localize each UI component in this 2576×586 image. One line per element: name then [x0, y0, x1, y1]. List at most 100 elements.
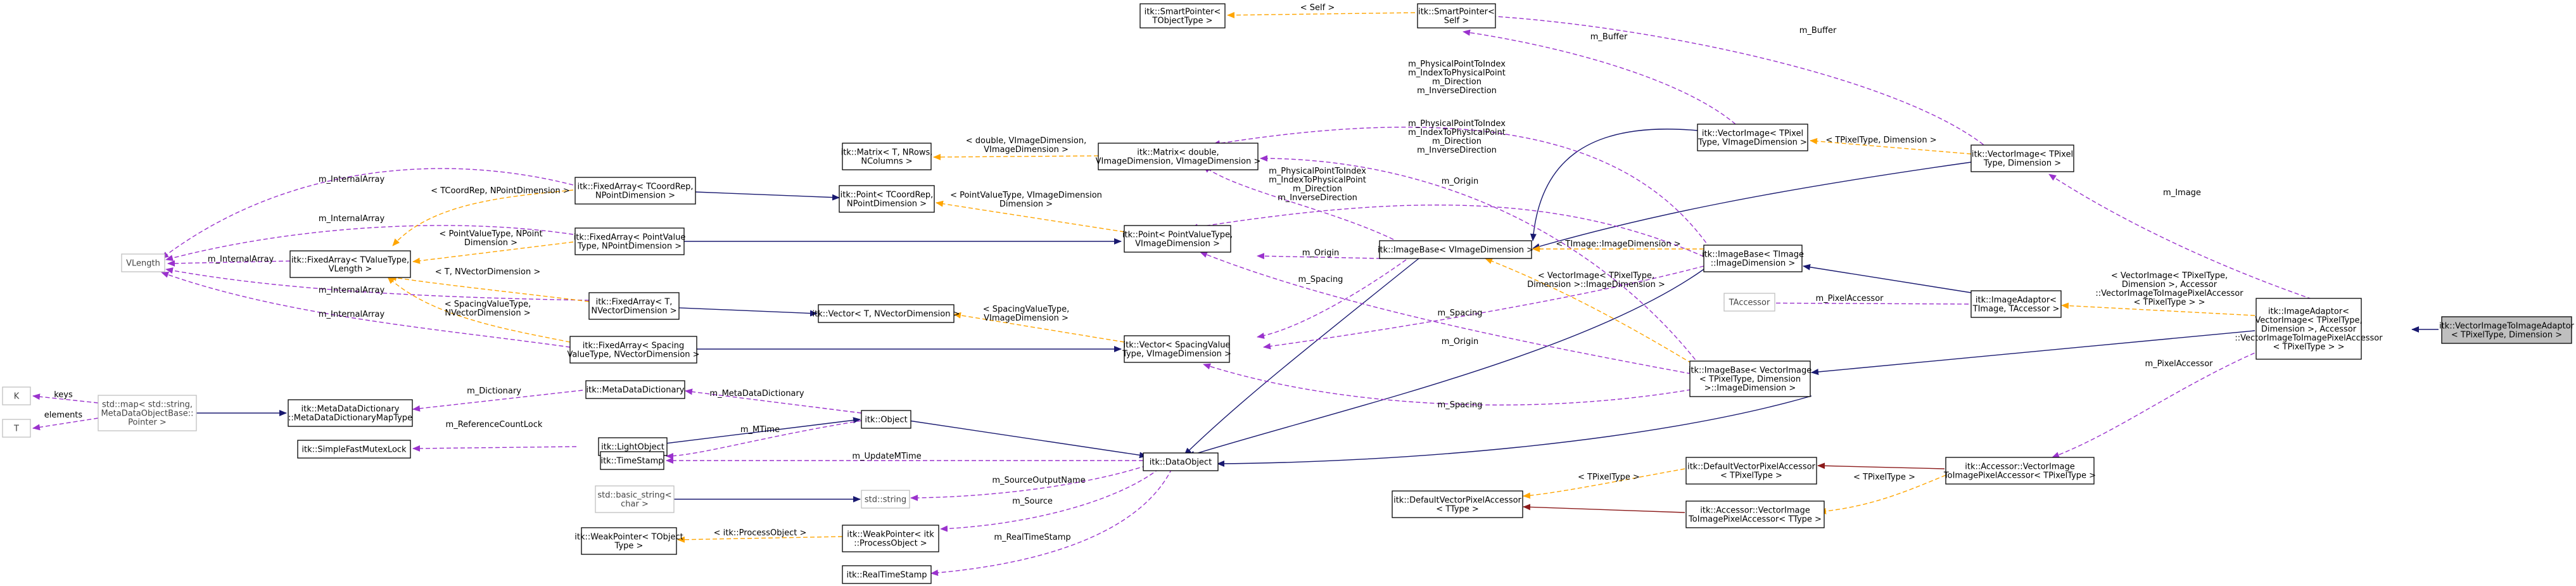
edge-label-line: NVectorDimension >: [445, 309, 530, 318]
node-stdstring[interactable]: std::string: [861, 490, 910, 509]
node-label-line: TImage, TAccessor >: [1972, 305, 2060, 314]
edge-label-line: < PointValueType, VImageDimension: [950, 191, 1102, 200]
node-vectorimage-tpixel-vimagedimension[interactable]: itk::VectorImage< TPixelType, VImageDime…: [1697, 124, 1808, 151]
node-accessor-vectorimagetoimagepixelaccessor[interactable]: itk::Accessor::VectorImageToImagePixelAc…: [1943, 457, 2096, 485]
edge-label-line: < Self >: [1300, 3, 1335, 13]
edge-label-line: Dimension >: [464, 238, 517, 248]
node-metadatadictionary[interactable]: itk::MetaDataDictionary: [585, 380, 685, 399]
node-label-line: VectorImage< TPixelType,: [2255, 316, 2362, 326]
inheritance-line: [639, 417, 861, 447]
edge-realtimestamp: [930, 468, 1172, 576]
node-imageadaptor-vectorimage[interactable]: itk::ImageAdaptor<VectorImage< TPixelTyp…: [2235, 298, 2383, 360]
node-defaultvectorpixelaccessor-ttype[interactable]: itk::DefaultVectorPixelAccessor< TType >: [1392, 490, 1523, 518]
node-box: [288, 399, 413, 427]
edge-tpl-tpixeltype-2: [1818, 475, 1946, 514]
node-k[interactable]: K: [2, 386, 31, 405]
edge-tpl-coordrep: [392, 189, 574, 246]
label-pixelaccessor-2: m_PixelAccessor: [2145, 359, 2213, 369]
node-label-line: itk::ImageBase< VectorImage: [1689, 366, 1812, 376]
edge-tpl-vecimage: [1485, 258, 1704, 371]
node-fixedarray-tvaluetype[interactable]: itk::FixedArray< TValueType,VLength >: [289, 250, 411, 278]
node-realtimestamp[interactable]: itk::RealTimeStamp: [842, 565, 932, 584]
node-label-line: < TPixelType, Dimension: [1699, 375, 1801, 385]
node-label-line: VLength >: [329, 265, 372, 274]
node-fixedarray-t[interactable]: itk::FixedArray< T,NVectorDimension >: [588, 292, 680, 320]
edge-label-line: m_PixelAccessor: [1815, 294, 1884, 303]
node-smartpointer-tobjecttype[interactable]: itk::SmartPointer<TObjectType >: [1139, 3, 1226, 29]
node-label-line: itk::SimpleFastMutexLock: [301, 445, 407, 455]
usage-line: [1203, 363, 1692, 405]
node-imagebase-vimagedimension[interactable]: itk::ImageBase< VImageDimension >: [1378, 240, 1533, 259]
usage-line: [685, 388, 862, 414]
edge-label-line: m_InternalArray: [319, 310, 385, 319]
node-weakpointer-processobject[interactable]: itk::WeakPointer< itk::ProcessObject >: [842, 525, 939, 552]
node-imagebase-vectorimage[interactable]: itk::ImageBase< VectorImage< TPixelType,…: [1689, 360, 1812, 397]
node-box: [1143, 452, 1219, 471]
node-matrix-t[interactable]: itk::Matrix< T, NRows,NColumns >: [841, 143, 933, 170]
node-fixedarray-spacingvalue[interactable]: itk::FixedArray< SpacingValueType, NVect…: [567, 336, 700, 364]
node-label-line: itk::MetaDataDictionary: [301, 405, 400, 414]
node-label-line: < TPixelType > >: [2273, 343, 2345, 352]
node-timestamp[interactable]: itk::TimeStamp: [600, 451, 664, 470]
node-accessor-vectorimagetoimagepixelaccessor-ttype[interactable]: itk::Accessor::VectorImageToImagePixelAc…: [1685, 500, 1825, 528]
edge-accessor-vec-t-to-defaultvec-ttype: [1523, 504, 1685, 513]
node-box: [861, 490, 910, 509]
node-label-line: Type >: [614, 542, 644, 551]
node-point-pointvaluetype[interactable]: itk::Point< PointValueType,VImageDimensi…: [1122, 225, 1233, 253]
node-imageadaptor-timage-taccessor[interactable]: itk::ImageAdaptor<TImage, TAccessor >: [1970, 290, 2062, 318]
edge-label-line: m_Origin: [1442, 337, 1478, 347]
node-vector-t[interactable]: itk::Vector< T, NVectorDimension >: [813, 304, 960, 323]
node-box: [839, 185, 935, 213]
edge-label-line: m_Origin: [1442, 177, 1478, 186]
node-taccessor[interactable]: TAccessor: [1723, 293, 1775, 312]
node-vectorimage-tpixel-dimension[interactable]: itk::VectorImage< TPixelType, Dimension …: [1970, 144, 2074, 172]
node-label-line: ToImagePixelAccessor< TPixelType >: [1943, 471, 2096, 481]
usage-line: [1203, 165, 1394, 240]
label-dictionary: m_Dictionary: [467, 386, 521, 396]
node-label-line: Dimension >, Accessor: [2261, 325, 2357, 334]
edge-dictionary: [412, 390, 583, 412]
node-label-line: ::ImageDimension >: [1711, 259, 1796, 269]
node-dataobject[interactable]: itk::DataObject: [1143, 452, 1219, 471]
node-box: [1139, 3, 1226, 29]
node-basicstring[interactable]: std::basic_string<char >: [595, 485, 675, 513]
node-label-line: VImageDimension, VImageDimension >: [1096, 157, 1261, 167]
edge-refcountlock: [412, 445, 577, 452]
node-imagebase-timage[interactable]: itk::ImageBase< TImage::ImageDimension >: [1702, 245, 1804, 272]
node-metadatadictionary-maptype[interactable]: itk::MetaDataDictionary::MetaDataDiction…: [288, 399, 413, 427]
node-vectorimagetoimageadaptor[interactable]: itk::VectorImageToImageAdaptor< TPixelTy…: [2439, 316, 2575, 344]
edge-origin-3: [1200, 252, 1692, 374]
node-box: [861, 410, 911, 429]
node-simplefastmutexlock[interactable]: itk::SimpleFastMutexLock: [297, 440, 411, 459]
node-defaultvectorpixelaccessor-tpixeltype[interactable]: itk::DefaultVectorPixelAccessor< TPixelT…: [1685, 457, 1817, 485]
edge-tpl-tpixeltype-1: [1523, 468, 1685, 499]
node-label-line: T: [13, 424, 19, 434]
node-t[interactable]: T: [2, 419, 31, 438]
edge-metadatadictionary: [685, 388, 862, 414]
node-label-line: itk::FixedArray< Spacing: [583, 341, 684, 351]
node-fixedarray-pointvalue[interactable]: itk::FixedArray< PointValueType, NPointD…: [574, 227, 686, 255]
edge-pixelaccessor-2: [2052, 341, 2281, 458]
node-weakpointer-tobjecttype[interactable]: itk::WeakPointer< TObjectType >: [574, 527, 683, 555]
node-smartpointer-self[interactable]: itk::SmartPointer<Self >: [1417, 3, 1496, 29]
edge-phys-2: [1260, 155, 1704, 371]
edge-label-line: < double, VImageDimension,: [966, 136, 1086, 146]
edge-label-line: m_InverseDirection: [1417, 146, 1497, 155]
node-box: [2256, 298, 2362, 360]
edge-tpl-self: [1227, 11, 1416, 18]
label-metadatadictionary: m_MetaDataDictionary: [709, 389, 804, 398]
node-vector-spacingvalue[interactable]: itk::Vector< SpacingValueType, VImageDim…: [1122, 335, 1231, 363]
node-object[interactable]: itk::Object: [861, 410, 911, 429]
node-label-line: Type, NPointDimension >: [577, 242, 682, 252]
node-point-tcoordrep[interactable]: itk::Point< TCoordRep,NPointDimension >: [839, 185, 935, 213]
edge-label-line: < T, NVectorDimension >: [435, 267, 541, 277]
node-stdmap[interactable]: std::map< std::string,MetaDataObjectBase…: [98, 395, 197, 431]
node-fixedarray-tcoordrep[interactable]: itk::FixedArray< TCoordRep,NPointDimensi…: [574, 177, 696, 205]
node-vlength[interactable]: VLength: [121, 253, 165, 272]
node-matrix-double[interactable]: itk::Matrix< double,VImageDimension, VIm…: [1096, 143, 1261, 170]
node-box: [585, 380, 685, 399]
template-line: [389, 274, 590, 302]
edge-tpl-pointvalue: [412, 241, 574, 264]
